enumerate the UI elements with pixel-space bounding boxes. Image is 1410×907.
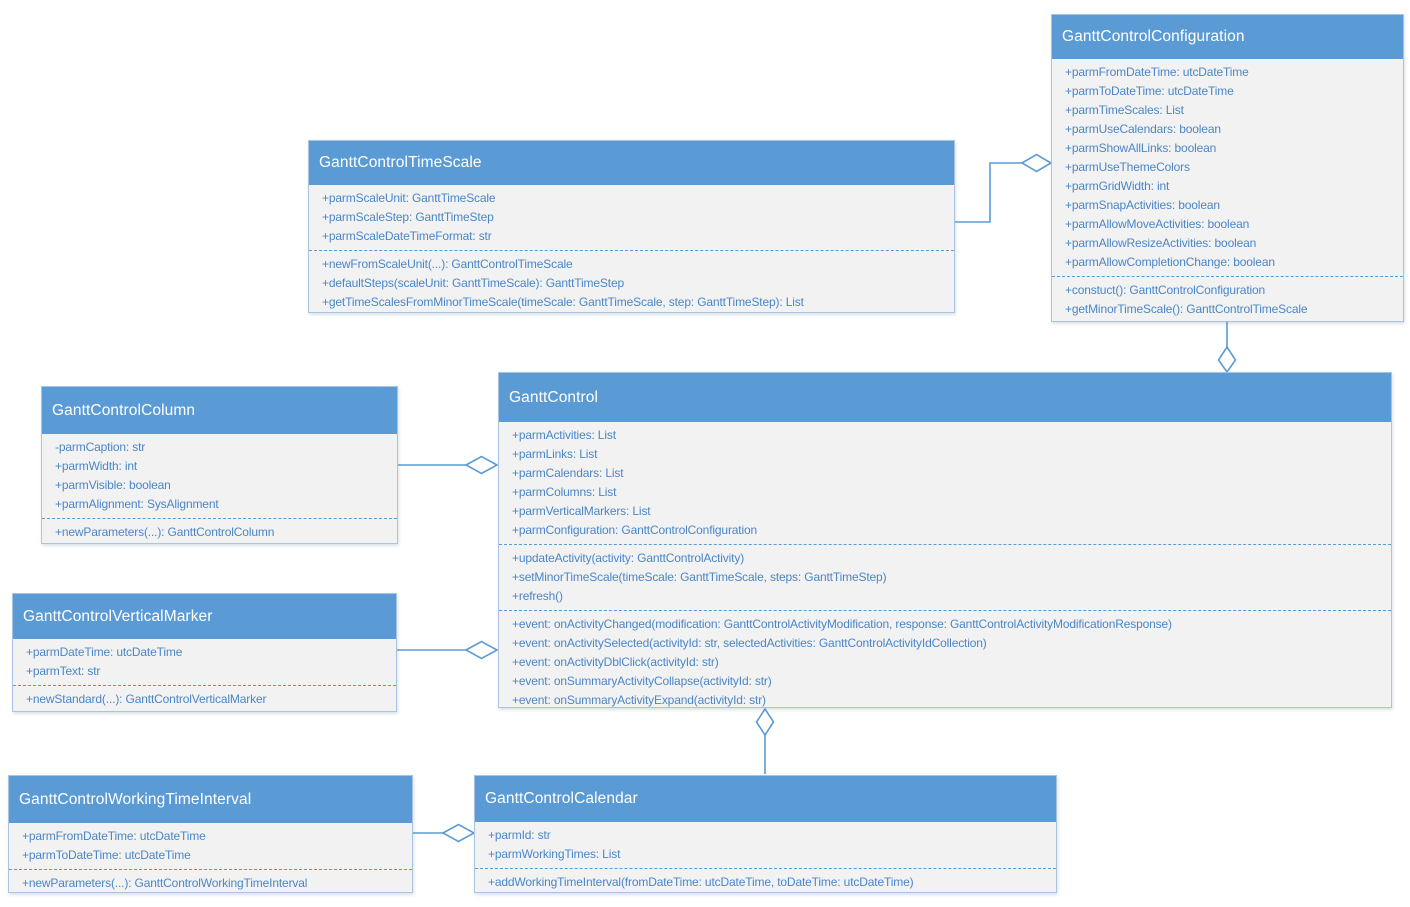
attribute: +parmUseThemeColors	[1065, 160, 1190, 174]
method: +defaultSteps(scaleUnit: GanttTimeScale)…	[322, 276, 624, 290]
attribute: +parmWorkingTimes: List	[488, 847, 621, 861]
attributes-section: +parmScaleUnit: GanttTimeScale +parmScal…	[309, 185, 954, 250]
class-gantt-control-working-time-interval[interactable]: GanttControlWorkingTimeInterval +parmFro…	[8, 775, 413, 893]
method: +setMinorTimeScale(timeScale: GanttTimeS…	[512, 570, 887, 584]
class-title: GanttControlTimeScale	[309, 141, 954, 185]
class-gantt-control-time-scale[interactable]: GanttControlTimeScale +parmScaleUnit: Ga…	[308, 140, 955, 313]
method: +addWorkingTimeInterval(fromDateTime: ut…	[488, 875, 914, 889]
attributes-section: +parmDateTime: utcDateTime +parmText: st…	[13, 639, 396, 685]
events-section: +event: onActivityChanged(modification: …	[499, 610, 1391, 714]
event-method: +event: onSummaryActivityExpand(activity…	[512, 693, 766, 707]
attribute: +parmFromDateTime: utcDateTime	[22, 829, 206, 843]
method: +newStandard(...): GanttControlVerticalM…	[26, 692, 267, 706]
aggregation-calendar-to-ganttcontrol	[755, 707, 775, 774]
method: +newParameters(...): GanttControlWorking…	[22, 876, 308, 890]
methods-section: +newParameters(...): GanttControlColumn	[42, 518, 397, 546]
method: +constuct(): GanttControlConfiguration	[1065, 283, 1266, 297]
aggregation-diamond-icon	[441, 823, 476, 843]
method: +updateActivity(activity: GanttControlAc…	[512, 551, 745, 565]
event-method: +event: onActivityChanged(modification: …	[512, 617, 1172, 631]
methods-section: +newFromScaleUnit(...): GanttControlTime…	[309, 250, 954, 316]
class-gantt-control-calendar[interactable]: GanttControlCalendar +parmId: str +parmW…	[474, 775, 1057, 893]
class-gantt-control-configuration[interactable]: GanttControlConfiguration +parmFromDateT…	[1051, 14, 1404, 322]
attribute: +parmAllowMoveActivities: boolean	[1065, 217, 1250, 231]
class-gantt-control-column[interactable]: GanttControlColumn -parmCaption: str +pa…	[41, 386, 398, 544]
class-title: GanttControlWorkingTimeInterval	[9, 776, 412, 823]
attribute: +parmAlignment: SysAlignment	[55, 497, 219, 511]
class-gantt-control-vertical-marker[interactable]: GanttControlVerticalMarker +parmDateTime…	[12, 593, 397, 712]
method: +newFromScaleUnit(...): GanttControlTime…	[322, 257, 573, 271]
attribute: +parmFromDateTime: utcDateTime	[1065, 65, 1249, 79]
aggregation-diamond-icon	[464, 455, 499, 475]
event-method: +event: onActivityDblClick(activityId: s…	[512, 655, 719, 669]
methods-section: +newStandard(...): GanttControlVerticalM…	[13, 685, 396, 713]
aggregation-verticalmarker-to-ganttcontrol	[397, 640, 499, 660]
attribute: +parmActivities: List	[512, 428, 616, 442]
attributes-section: +parmActivities: List +parmLinks: List +…	[499, 422, 1391, 544]
attribute: +parmScaleStep: GanttTimeStep	[322, 210, 494, 224]
attribute: +parmSnapActivities: boolean	[1065, 198, 1220, 212]
methods-section: +constuct(): GanttControlConfiguration +…	[1052, 276, 1403, 323]
attribute: +parmGridWidth: int	[1065, 179, 1170, 193]
attribute: +parmConfiguration: GanttControlConfigur…	[512, 523, 758, 537]
attributes-section: +parmFromDateTime: utcDateTime +parmToDa…	[9, 823, 412, 869]
attribute: +parmWidth: int	[55, 459, 138, 473]
attribute: +parmAllowResizeActivities: boolean	[1065, 236, 1257, 250]
methods-section: +updateActivity(activity: GanttControlAc…	[499, 544, 1391, 610]
event-method: +event: onActivitySelected(activityId: s…	[512, 636, 987, 650]
attribute: +parmColumns: List	[512, 485, 617, 499]
attribute: +parmToDateTime: utcDateTime	[1065, 84, 1234, 98]
attribute: +parmAllowCompletionChange: boolean	[1065, 255, 1275, 269]
attribute: +parmTimeScales: List	[1065, 103, 1184, 117]
attribute: +parmScaleUnit: GanttTimeScale	[322, 191, 496, 205]
attribute: +parmLinks: List	[512, 447, 598, 461]
aggregation-column-to-ganttcontrol	[398, 455, 499, 475]
method: +getMinorTimeScale(): GanttControlTimeSc…	[1065, 302, 1308, 316]
method: +newParameters(...): GanttControlColumn	[55, 525, 275, 539]
attributes-section: -parmCaption: str +parmWidth: int +parmV…	[42, 434, 397, 518]
attribute: +parmScaleDateTimeFormat: str	[322, 229, 492, 243]
attribute: +parmText: str	[26, 664, 101, 678]
class-gantt-control[interactable]: GanttControl +parmActivities: List +parm…	[498, 372, 1392, 708]
method: +getTimeScalesFromMinorTimeScale(timeSca…	[322, 295, 804, 309]
attribute: +parmVerticalMarkers: List	[512, 504, 651, 518]
attribute: +parmUseCalendars: boolean	[1065, 122, 1221, 136]
attribute: +parmDateTime: utcDateTime	[26, 645, 183, 659]
class-title: GanttControlColumn	[42, 387, 397, 434]
attribute: -parmCaption: str	[55, 440, 146, 454]
aggregation-timescale-to-configuration	[955, 153, 1053, 223]
event-method: +event: onSummaryActivityCollapse(activi…	[512, 674, 772, 688]
class-title: GanttControlCalendar	[475, 776, 1056, 822]
method: +refresh()	[512, 589, 563, 603]
attribute: +parmId: str	[488, 828, 551, 842]
class-title: GanttControlVerticalMarker	[13, 594, 396, 639]
attribute: +parmToDateTime: utcDateTime	[22, 848, 191, 862]
attribute: +parmVisible: boolean	[55, 478, 171, 492]
attributes-section: +parmFromDateTime: utcDateTime +parmToDa…	[1052, 59, 1403, 276]
attribute: +parmShowAllLinks: boolean	[1065, 141, 1217, 155]
aggregation-diamond-icon	[1217, 345, 1237, 374]
methods-section: +newParameters(...): GanttControlWorking…	[9, 869, 412, 897]
aggregation-diamond-icon	[1020, 153, 1053, 173]
aggregation-configuration-to-ganttcontrol	[1217, 322, 1237, 374]
attribute: +parmCalendars: List	[512, 466, 624, 480]
attributes-section: +parmId: str +parmWorkingTimes: List	[475, 822, 1056, 868]
aggregation-workingtimeinterval-to-calendar	[413, 823, 476, 843]
methods-section: +addWorkingTimeInterval(fromDateTime: ut…	[475, 868, 1056, 896]
aggregation-diamond-icon	[464, 640, 499, 660]
class-title: GanttControl	[499, 373, 1391, 422]
class-title: GanttControlConfiguration	[1052, 15, 1403, 59]
